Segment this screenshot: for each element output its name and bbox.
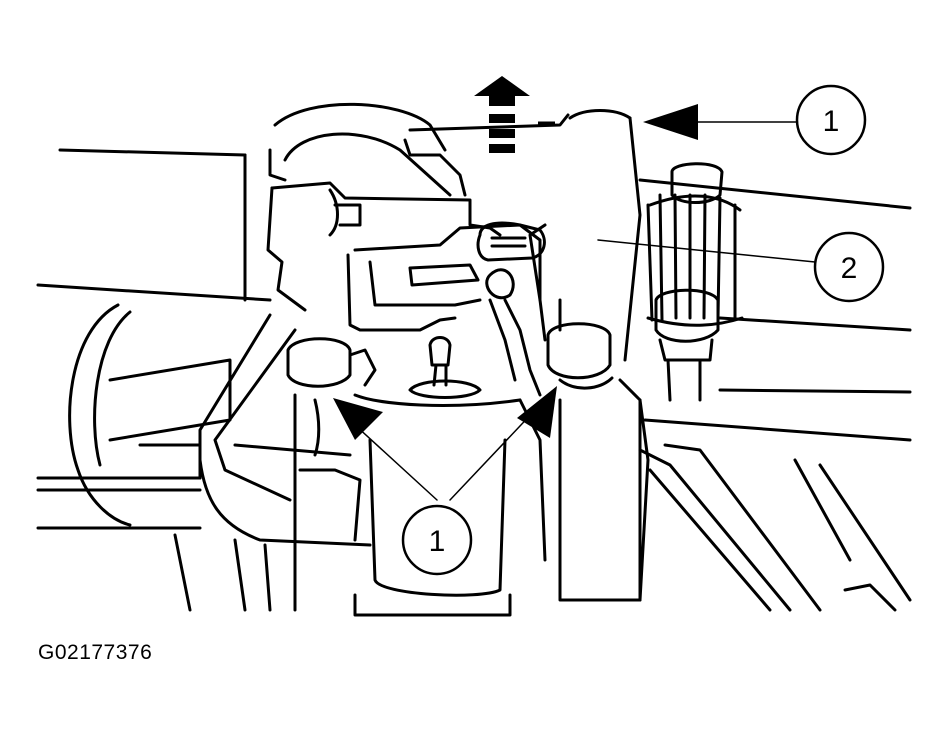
leader-arrow-icon: [643, 104, 698, 140]
center-bolt: [408, 336, 482, 399]
callout-2: 2: [813, 231, 885, 303]
callout-label: 1: [823, 105, 840, 138]
callout-1-bottom: 1: [401, 504, 473, 576]
lower-right-rails: [638, 443, 912, 612]
leader-lines: [354, 121, 816, 501]
figure-code: G02177376: [38, 641, 153, 664]
right-upper-stud: [670, 162, 724, 204]
left-pulley: [36, 303, 232, 527]
sensor-bracket: [266, 109, 642, 362]
left-nut: [286, 337, 377, 388]
right-nut: [546, 322, 614, 390]
right-lower-stud: [654, 288, 720, 402]
callout-1-top: 1: [795, 84, 867, 156]
up-arrow-icon: [474, 76, 555, 153]
main-bracket: [198, 313, 372, 547]
leader-arrow-icon: [517, 386, 557, 438]
slotted-lever: [476, 221, 546, 397]
background-lines: [36, 148, 912, 612]
callout-label: 2: [841, 252, 858, 285]
corrugated-tube: [646, 193, 744, 327]
leader-arrow-icon: [333, 398, 383, 440]
callout-label: 1: [429, 525, 446, 558]
upper-housing: [243, 102, 452, 302]
